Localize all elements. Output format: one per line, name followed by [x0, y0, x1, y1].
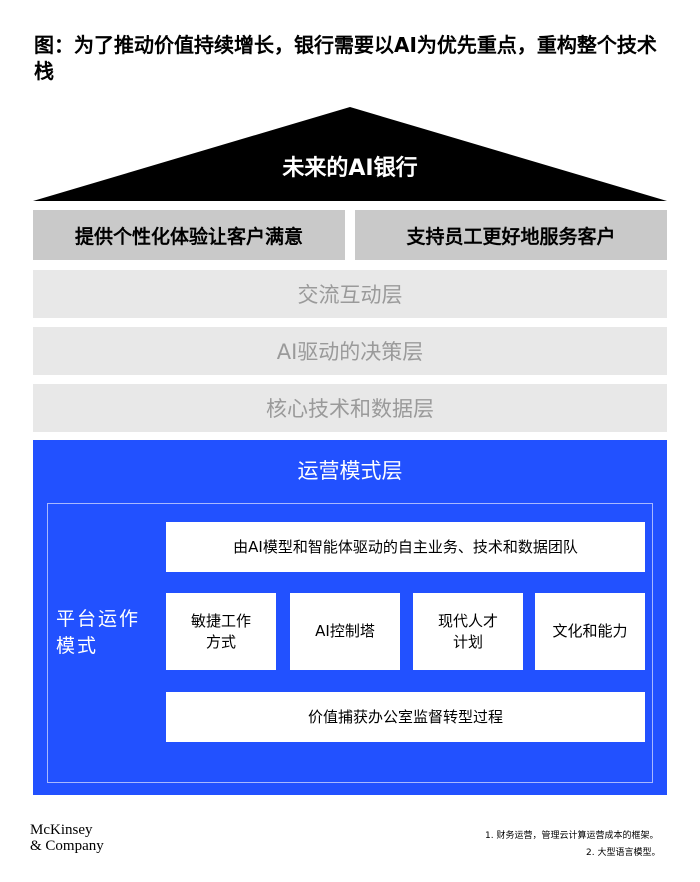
culture-box: 文化和能力 [535, 593, 645, 670]
autonomous-teams-box: 由AI模型和智能体驱动的自主业务、技术和数据团队 [166, 522, 645, 572]
footnote-2: 2. 大型语言模型。 [586, 848, 661, 858]
pillar-employee: 支持员工更好地服务客户 [355, 210, 667, 260]
talent-box: 现代人才计划 [413, 593, 523, 670]
mckinsey-logo: McKinsey & Company [30, 822, 104, 854]
roof-shape [33, 107, 667, 201]
layer-engagement: 交流互动层 [33, 270, 667, 318]
page-title: 图：为了推动价值持续增长，银行需要以AI为优先重点，重构整个技术栈 [34, 33, 657, 83]
ai-control-tower-box: AI控制塔 [290, 593, 400, 670]
footnote-1: 1. 财务运营，管理云计算运营成本的框架。 [485, 831, 659, 841]
platform-label: 平台运作模式 [56, 608, 141, 657]
layer-ai-decisioning: AI驱动的决策层 [33, 327, 667, 375]
agile-box: 敏捷工作方式 [166, 593, 276, 670]
platform-frame [47, 503, 653, 783]
value-office-box: 价值捕获办公室监督转型过程 [166, 692, 645, 742]
pillar-customer: 提供个性化体验让客户满意 [33, 210, 345, 260]
logo-line-1: McKinsey [30, 822, 93, 838]
layer-core-tech-data: 核心技术和数据层 [33, 384, 667, 432]
operating-model-title: 运营模式层 [297, 459, 403, 483]
roof-label: 未来的AI银行 [282, 156, 418, 181]
logo-line-2: & Company [30, 838, 104, 854]
